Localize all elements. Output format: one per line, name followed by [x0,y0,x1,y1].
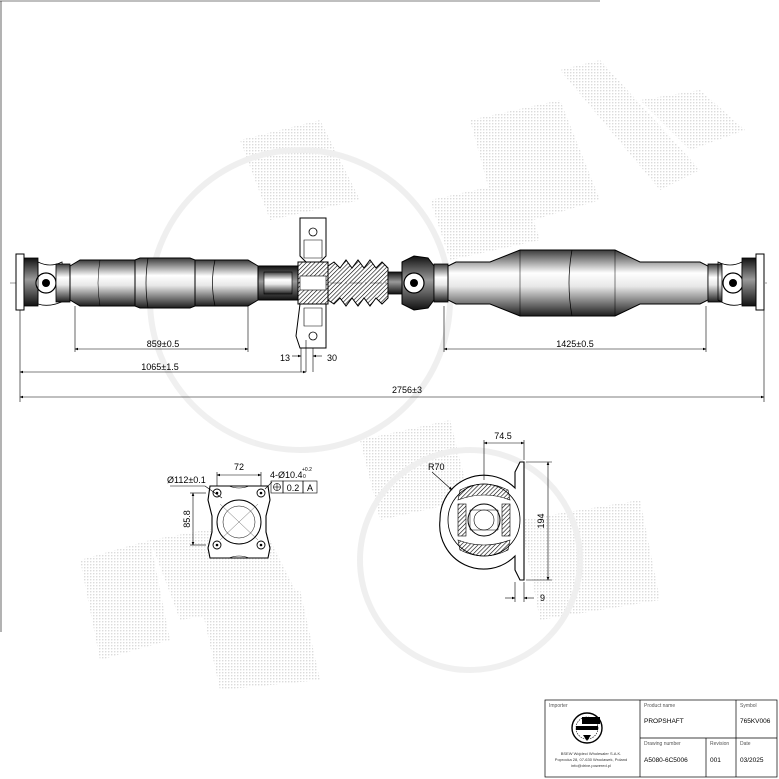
dim-2756: 2756±3 [392,385,422,395]
dim-bearing-radius: R70 [428,462,445,472]
header-date: Date [740,741,751,747]
dim-bearing-base: 9 [540,593,545,603]
dim-1065: 1065±1.5 [141,362,178,372]
bolt-hole [256,488,266,498]
dim-13: 13 [280,353,290,363]
company-line-3: info@drive.powered.pl [571,763,611,768]
header-importer: Importer [549,703,568,709]
side-view-dimensions [19,306,765,402]
drawing-number: A5080-6C5006 [644,757,688,764]
bolt-hole [256,540,266,550]
drawing-frame [0,0,600,632]
drawing-date: 03/2025 [740,757,764,764]
flange-detail [207,485,271,559]
bolt-hole [212,540,222,550]
dim-1425: 1425±0.5 [556,339,593,349]
datum-label: A [307,483,313,493]
right-tube [447,249,709,317]
watermark-logo [80,60,745,690]
dim-bearing-width: 74.5 [494,431,512,441]
propshaft-side-view [10,217,770,349]
dim-flange-72: 72 [234,462,244,472]
right-flange-yoke [707,253,765,311]
bolt-hole [212,488,222,498]
title-block [544,699,778,778]
dim-859: 859±0.5 [147,339,179,349]
dim-bolt-tol-upper: +0.2 [302,467,312,473]
rubber-boot [327,259,403,307]
dim-bolt-tol-lower: 0 [303,474,306,480]
header-revision: Revision [710,741,729,747]
flange-dimensions [170,472,318,546]
header-symbol: Symbol [740,703,757,709]
dim-bolt-holes: 4-Ø10.4 [270,470,303,480]
header-drawing-number: Drawing number [644,741,681,747]
dim-flange-diameter: Ø112±0.1 [167,475,206,485]
product-symbol: 765KV006 [740,718,771,725]
company-logo [571,712,603,744]
dim-bearing-height: 194 [536,513,546,528]
company-line-2: Poprocka 28, 07-630 Wroclawek, Poland [555,757,627,762]
middle-universal-joint [401,255,449,311]
revision-number: 001 [710,757,721,764]
center-bearing-detail [439,461,525,581]
company-line-1: BSEW Wojdeci Wholesaler S.A.K. [561,751,622,756]
product-name: PROPSHAFT [644,718,684,725]
left-tube [69,257,259,309]
dim-flange-height: 85.8 [182,510,192,528]
tolerance-value: 0.2 [287,483,300,493]
slip-joint [257,261,329,305]
header-product: Product name [644,703,675,709]
dim-30: 30 [327,353,337,363]
bearing-dimensions [431,440,552,602]
left-flange-yoke [15,253,71,311]
